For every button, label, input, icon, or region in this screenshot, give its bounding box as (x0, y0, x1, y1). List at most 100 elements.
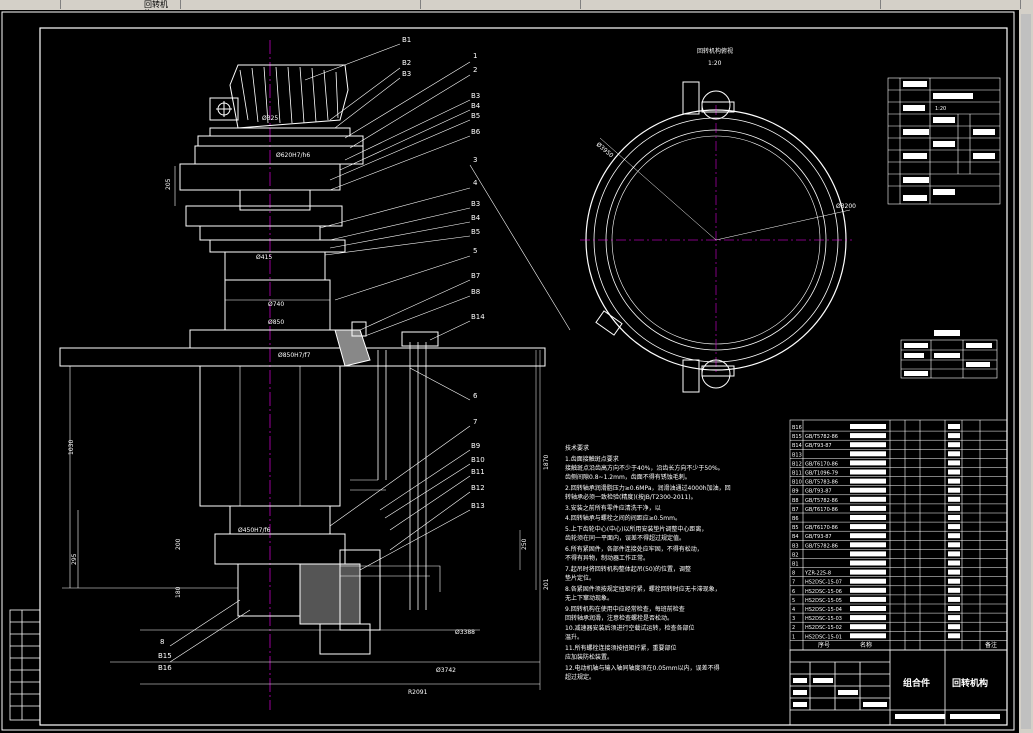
bolt-head (351, 321, 367, 337)
bom-row-code: 2 (792, 625, 795, 631)
svg-text:垫片定位。: 垫片定位。 (565, 574, 595, 582)
bom-row-qty-bar (948, 487, 960, 493)
bom-row-name-bar (850, 433, 886, 439)
svg-text:3.安装之前所有零件应清洗干净，以: 3.安装之前所有零件应清洗干净，以 (565, 504, 661, 512)
callout-B7: B7 (471, 272, 480, 280)
callout-2: 2 (473, 66, 477, 74)
tech-req-title: 技术要求 (565, 444, 589, 452)
bom-row-standard: GB/T93-87 (805, 534, 832, 540)
legend-table (900, 339, 998, 379)
bom-row-name-bar (850, 606, 886, 611)
dim-h295: 295 (71, 553, 78, 565)
dim-d415: Ø415 (256, 254, 272, 261)
bom-row-qty-bar (948, 624, 960, 630)
toolbar-file-tab[interactable]: 回转机构.dwg (60, 0, 181, 18)
svg-text:4.回转轴承与螺栓之间的间距应≥0.5mm。: 4.回转轴承与螺栓之间的间距应≥0.5mm。 (565, 514, 681, 522)
svg-text:温升。: 温升。 (565, 633, 583, 641)
dim-h180: 180 (175, 586, 182, 598)
callout-1: 1 (473, 52, 477, 60)
callout-leaders (169, 43, 571, 663)
svg-text:转轴承必须一致检验(精度)(按JB/T2300-2011)。: 转轴承必须一致检验(精度)(按JB/T2300-2011)。 (565, 493, 697, 501)
bom-row-qty-bar (948, 606, 960, 611)
bom-row-code: B7 (792, 507, 799, 513)
toolbar-left-segment[interactable] (0, 0, 61, 9)
svg-text:8.各紧固件须按规定扭矩拧紧，螺栓回转时应无卡滞现象，: 8.各紧固件须按规定扭矩拧紧，螺栓回转时应无卡滞现象， (565, 585, 721, 593)
svg-text:9.回转机构在使用中应经常检查，每班前检查: 9.回转机构在使用中应经常检查，每班前检查 (565, 605, 685, 613)
svg-text:5.上下齿轮中心(中心)以所用安装垫片调整中心距离，: 5.上下齿轮中心(中心)以所用安装垫片调整中心距离， (565, 525, 707, 533)
callout-B14: B14 (471, 313, 485, 321)
dim-fit2: Ø450H7/f6 (238, 527, 271, 534)
bom-row-code: B15 (792, 434, 802, 440)
dim-d850: Ø850 (268, 319, 284, 326)
bom-row-code: B14 (792, 443, 802, 449)
bom-row-name-bar (850, 578, 886, 584)
bottom-support (319, 623, 371, 655)
callout-B3c: B3 (471, 200, 480, 208)
bom-row-name-bar (850, 533, 886, 539)
bom-row-standard: GB/T5782-86 (805, 543, 838, 549)
svg-text:不得有异物，制动器工作正常。: 不得有异物，制动器工作正常。 (565, 554, 649, 562)
bom-row-standard: HS2DSC-15-04 (805, 607, 842, 613)
dim-h205: 205 (165, 178, 172, 190)
bom-row-standard: HS2DSC-15-03 (805, 616, 842, 622)
svg-text:7.起吊时将回转机构整体起吊(50)的位置，调整: 7.起吊时将回转机构整体起吊(50)的位置，调整 (565, 565, 691, 573)
toolbar-mid-segment[interactable] (180, 0, 421, 9)
toolbar-properties-dropdown[interactable] (580, 0, 881, 9)
bom-header-note: 备注 (985, 641, 997, 649)
toolbar-layer-dropdown[interactable] (420, 0, 581, 9)
bom-row-standard: GB/T93-87 (805, 443, 832, 449)
bom-row-code: B6 (792, 516, 799, 522)
bom-row-code: B10 (792, 480, 802, 486)
bom-row-name-bar (850, 505, 886, 511)
callout-B12: B12 (471, 484, 485, 492)
scrollbar-track[interactable] (1021, 14, 1031, 729)
callout-7: 7 (473, 418, 477, 426)
callout-B16: B16 (158, 664, 172, 672)
svg-text:1.齿面接触斑点要求: 1.齿面接触斑点要求 (565, 455, 619, 463)
callout-B5b: B5 (471, 228, 480, 236)
callout-B3b: B3 (471, 92, 480, 100)
toolbar-right-dropdown[interactable] (880, 0, 1021, 9)
reducer-neck (239, 189, 311, 211)
callout-6: 6 (473, 392, 478, 400)
plan-dim-b: Ø3200 (836, 203, 856, 210)
svg-text:无上下窜动现象。: 无上下窜动现象。 (565, 594, 613, 602)
bom-row-qty-bar (948, 469, 960, 475)
callout-3: 3 (473, 156, 477, 164)
motor-terminal-box (209, 97, 239, 121)
bom-row-name-bar (850, 478, 886, 484)
revision-scale: 1:20 (935, 106, 946, 112)
svg-text:回转轴承润滑，注意检查螺栓是否松动。: 回转轴承润滑，注意检查螺栓是否松动。 (565, 614, 673, 622)
bom-row-code: 3 (792, 616, 795, 622)
svg-text:2.回转轴承润滑脂压力≥0.6MPa，润滑油通过4000h加: 2.回转轴承润滑脂压力≥0.6MPa，润滑油通过4000h加油，回 (565, 484, 731, 492)
bom-header: 序号 名称 备注 (818, 641, 997, 649)
bom-header-name: 名称 (860, 641, 872, 649)
bom-row-standard: GB/T5783-86 (805, 480, 838, 486)
bom-row-standard: GB/T6170-86 (805, 507, 838, 513)
bom-row-standard: GB/T6170-86 (805, 525, 838, 531)
bom-row-standard: HS2DSC-15-01 (805, 634, 842, 640)
bom-row-code: B2 (792, 552, 799, 558)
bom-row-name-bar (850, 424, 886, 429)
bom-row-qty-bar (948, 505, 960, 511)
bom-row-qty-bar (948, 460, 960, 466)
callout-B4a: B4 (471, 102, 481, 110)
bom-row-standard: GB/T5782-86 (805, 434, 838, 440)
bom-row-qty-bar (948, 524, 960, 530)
vertical-scrollbar[interactable] (1019, 10, 1033, 733)
title-block (789, 649, 1008, 726)
bom-row-qty-bar (948, 433, 960, 439)
bom-row-standard: HS2DSC-15-05 (805, 598, 842, 604)
svg-text:齿轮须在同一平面内，误差不得超过规定值。: 齿轮须在同一平面内，误差不得超过规定值。 (565, 534, 685, 542)
cad-drawing-canvas[interactable]: B1 B2 B3 1 2 B3 B4 B5 B6 3 4 B3 B4 B5 5 … (0, 10, 1019, 733)
dim-h1030: 1030 (68, 440, 75, 455)
callout-B6: B6 (471, 128, 481, 136)
dim-d3388: Ø3388 (455, 629, 475, 636)
plan-view-scale: 1:20 (708, 60, 722, 67)
bom-row-name-bar (850, 460, 886, 466)
sheet-inner-border (39, 27, 1008, 726)
bom-row-standard: HS2DSC-15-07 (805, 580, 842, 586)
callout-8: 8 (160, 638, 164, 646)
bom-row-name-bar (850, 442, 886, 448)
